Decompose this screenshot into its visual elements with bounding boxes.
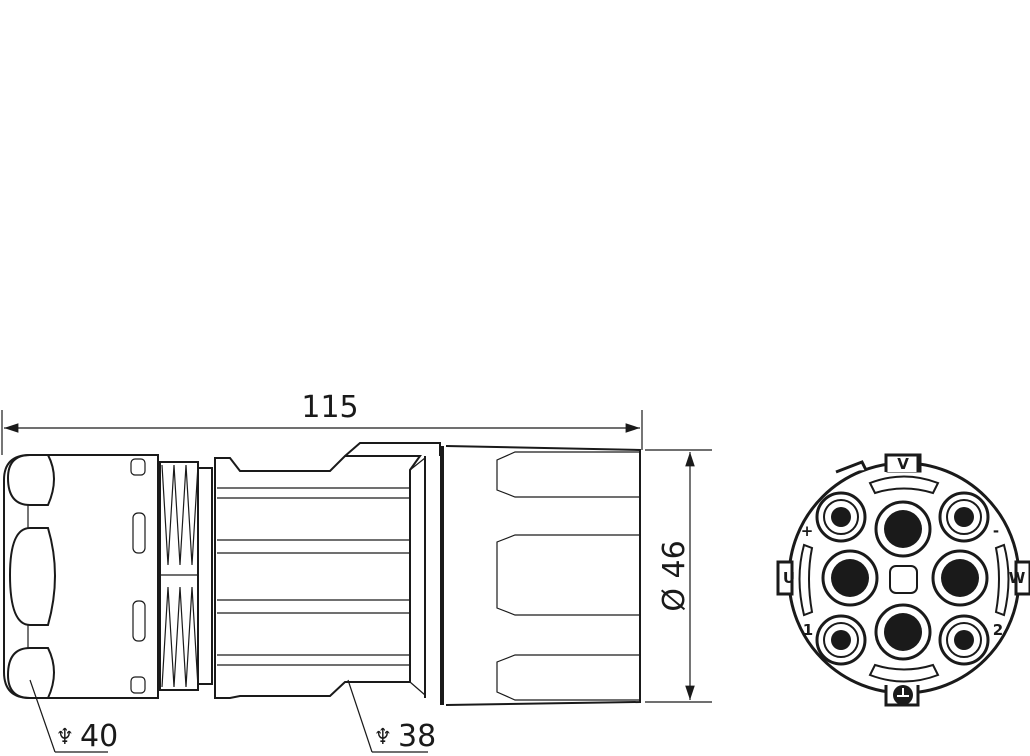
length-dimension: 115 [1,390,643,455]
wrench-icon: ♆ [56,725,74,750]
power-pins [821,500,989,661]
pin-label-w: W [1009,569,1026,587]
pin-label-minus: - [993,522,999,540]
wrench-size-40: 40 [80,719,118,754]
pin-label-u: U [783,569,795,587]
diameter-label: Ø 46 [657,540,692,611]
wrench-callout-40: ♆ 40 [29,679,118,754]
pin-label-plus: + [801,522,814,540]
earth-icon [893,685,913,705]
pin-label-v: V [897,455,909,473]
connector-front-view: V U W + - 1 2 [776,453,1030,707]
signal-pins [815,491,990,666]
wrench-size-38: 38 [398,719,436,754]
wrench-callout-38: ♆ 38 [347,679,436,754]
wrench-icon: ♆ [374,725,392,750]
diameter-dimension: Ø 46 [645,449,712,703]
pin-label-1: 1 [803,621,813,639]
connector-side-view [3,442,641,706]
length-label: 115 [301,390,358,425]
pin-label-2: 2 [993,621,1003,639]
